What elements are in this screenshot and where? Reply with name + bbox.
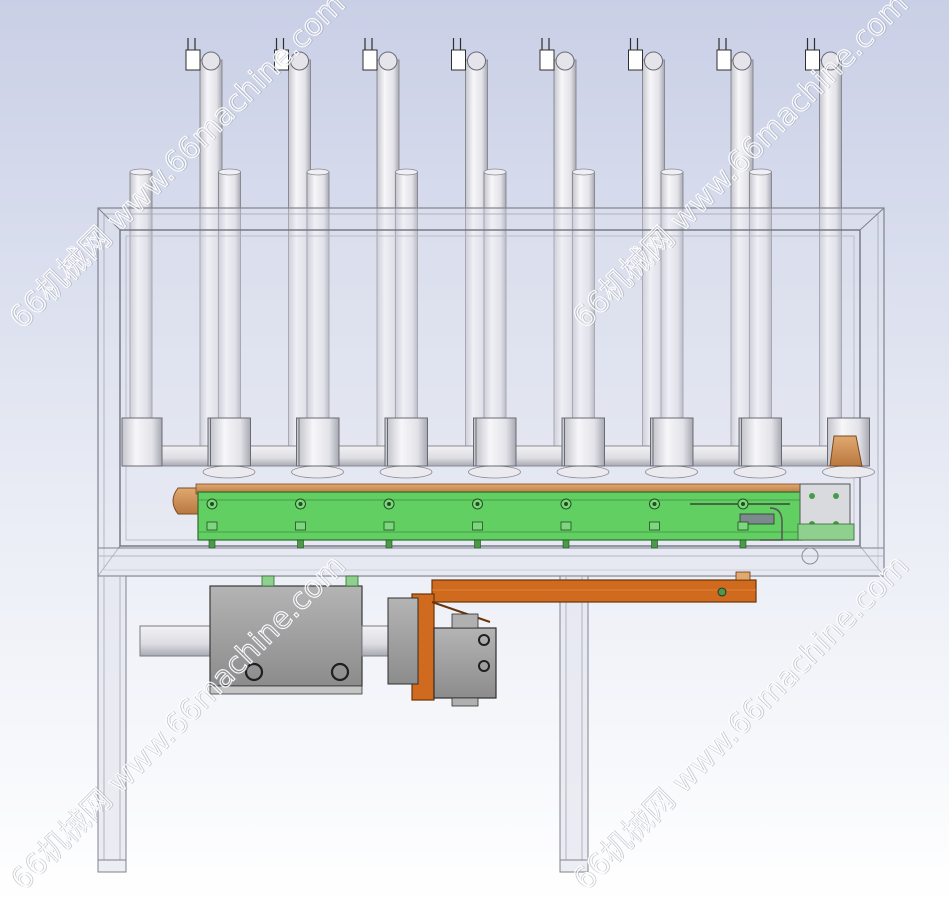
cylinder-block bbox=[121, 417, 163, 467]
rod-knob bbox=[467, 51, 486, 71]
rod-clamp bbox=[716, 49, 732, 71]
cylinder-bodies bbox=[121, 417, 875, 479]
bar-bolt-center bbox=[741, 502, 745, 506]
short-rod-cap bbox=[306, 168, 330, 176]
cylinder-block bbox=[475, 417, 517, 467]
rod-knob bbox=[555, 51, 575, 71]
rod-knob bbox=[644, 51, 663, 71]
cylinder-saddle bbox=[733, 465, 787, 479]
green-slide-bar bbox=[197, 491, 803, 549]
rod-clamp bbox=[185, 49, 201, 71]
bar-stud bbox=[297, 539, 304, 549]
bar-stud bbox=[474, 539, 481, 549]
rod-knob bbox=[821, 51, 840, 71]
bar-bolt-center bbox=[210, 502, 214, 506]
rod-knob bbox=[378, 51, 398, 71]
cylinder-saddle bbox=[379, 465, 433, 479]
bar-stud bbox=[739, 539, 747, 549]
valve-block bbox=[797, 483, 855, 565]
short-rod-cap bbox=[483, 168, 507, 176]
rod-knob bbox=[201, 51, 221, 71]
short-rod-cap bbox=[218, 168, 241, 176]
rod-knob bbox=[290, 51, 309, 71]
rod-knob bbox=[732, 51, 752, 71]
cylinder-saddle bbox=[556, 465, 610, 479]
bar-nut bbox=[560, 521, 572, 531]
cylinder-block bbox=[741, 417, 782, 467]
cylinder-block bbox=[298, 417, 340, 467]
bar-nut bbox=[383, 521, 395, 531]
rod-clamp bbox=[539, 49, 555, 71]
cylinder-saddle bbox=[822, 465, 875, 479]
bar-nut bbox=[737, 521, 749, 531]
bar-stud bbox=[385, 539, 393, 549]
bar-nut bbox=[649, 521, 660, 531]
bar-stud bbox=[208, 539, 216, 549]
rod-clamp bbox=[274, 49, 289, 71]
rod-clamp bbox=[805, 49, 820, 71]
bar-nut bbox=[472, 521, 483, 531]
short-rod-cap bbox=[572, 168, 595, 176]
bar-bolt-center bbox=[564, 502, 568, 506]
frame-legs bbox=[97, 575, 589, 873]
bar-bolt-center bbox=[387, 502, 391, 506]
cylinder-block bbox=[652, 417, 694, 467]
rod-clamp bbox=[628, 49, 643, 71]
cylinder-block bbox=[564, 417, 605, 467]
gray-valve bbox=[387, 597, 497, 707]
cylinder-saddle bbox=[202, 465, 256, 479]
bar-nut bbox=[206, 521, 218, 531]
cylinder-saddle bbox=[468, 465, 521, 479]
bar-bolt-center bbox=[298, 502, 303, 506]
short-rod-cap bbox=[660, 168, 684, 176]
cylinder-saddle bbox=[645, 465, 698, 479]
short-rod-cap bbox=[129, 168, 153, 176]
cylinder-block bbox=[387, 417, 428, 467]
rod-clamp bbox=[451, 49, 466, 71]
rod-clamp bbox=[362, 49, 378, 71]
cylinder-block bbox=[210, 417, 251, 467]
short-rod-cap bbox=[395, 168, 418, 176]
copper-fittings bbox=[172, 435, 863, 515]
short-rod-cap bbox=[749, 168, 772, 176]
bar-bolt-center bbox=[652, 502, 657, 506]
bar-stud bbox=[562, 539, 570, 549]
bar-nut bbox=[295, 521, 306, 531]
bar-bolt-center bbox=[475, 502, 480, 506]
cylinder-saddle bbox=[291, 465, 344, 479]
pneumatic-cylinder bbox=[139, 575, 393, 695]
bar-stud bbox=[651, 539, 658, 549]
